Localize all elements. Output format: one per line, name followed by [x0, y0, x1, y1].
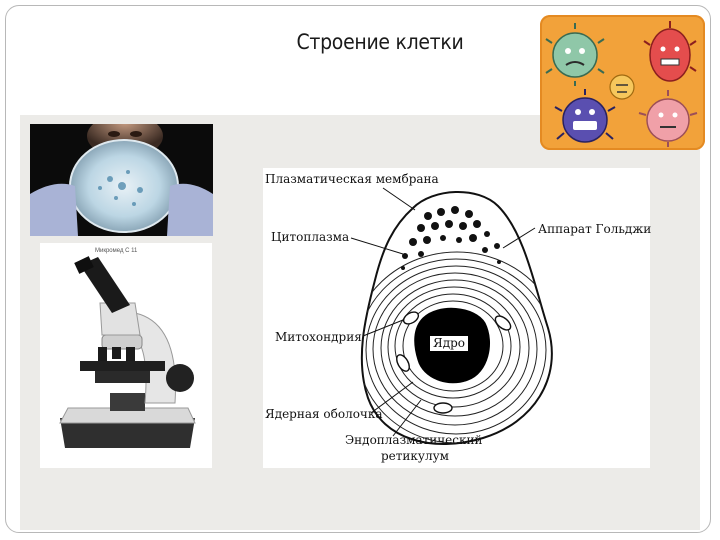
label-nuclear-envelope: Ядерная оболочка: [265, 407, 383, 421]
label-cytoplasm: Цитоплазма: [271, 230, 350, 244]
orange-germ-icon: [609, 74, 635, 100]
pink-germ-icon: [638, 90, 698, 147]
slide-title: Строение клетки: [296, 30, 464, 54]
purple-germ-icon: [554, 89, 616, 143]
green-germ-icon: [545, 23, 605, 86]
label-plasma-membrane: Плазматическая мембрана: [265, 172, 439, 186]
germs-illustration: [540, 15, 705, 150]
microscope-photo: Микромед С 11: [40, 243, 212, 468]
label-nucleus: Ядро: [430, 336, 468, 351]
label-mitochondria: Митохондрия: [275, 330, 362, 344]
microscope-caption: Микромед С 11: [95, 248, 138, 254]
label-er-line2: ретикулум: [381, 449, 449, 463]
petri-dish-photo: [30, 124, 213, 236]
label-golgi: Аппарат Гольджи: [538, 222, 652, 236]
red-germ-icon: [643, 21, 697, 82]
label-er-line1: Эндоплазматический: [345, 433, 483, 447]
cell-structure-diagram: Плазматическая мембрана Цитоплазма Аппар…: [263, 168, 652, 468]
